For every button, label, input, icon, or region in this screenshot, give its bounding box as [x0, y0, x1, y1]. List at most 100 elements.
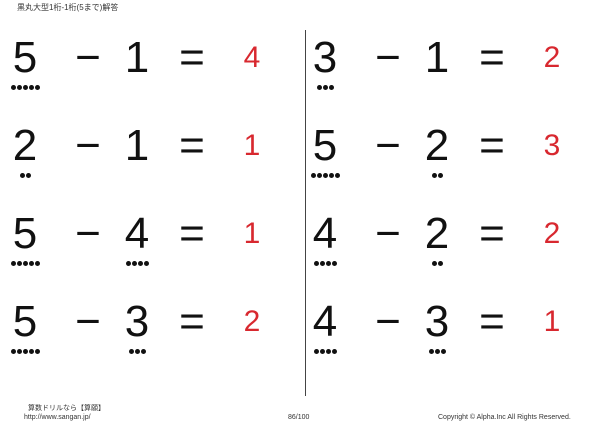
subtrahend: 2	[424, 121, 450, 170]
problem-row: 5−3 = 2	[0, 300, 290, 360]
count-dot	[22, 261, 28, 266]
minuend: 3	[312, 33, 338, 82]
subtrahend: 2	[424, 209, 450, 258]
problem-row: 2−1=1	[0, 124, 290, 184]
minuend: 5	[12, 33, 38, 82]
count-dot	[131, 261, 137, 266]
count-dot	[437, 173, 443, 178]
page-number: 86/100	[288, 414, 310, 421]
count-dot	[16, 85, 22, 90]
footer-brand: 算数ドリルなら【算願】	[28, 405, 105, 412]
count-dot	[19, 173, 25, 178]
subtrahend: 1	[124, 33, 150, 82]
minuend-cell: 2	[6, 124, 44, 178]
minus-sign: −	[375, 209, 401, 258]
answer: 1	[243, 217, 261, 250]
count-dot	[28, 349, 34, 354]
subtrahend-cell: 1	[418, 36, 456, 80]
count-dot	[331, 261, 337, 266]
minuend: 5	[312, 121, 338, 170]
count-dot	[334, 173, 340, 178]
subtrahend-dots	[418, 259, 456, 266]
count-dot	[313, 349, 319, 354]
answer: 1	[243, 129, 261, 162]
minus-sign: −	[375, 33, 401, 82]
minus-sign: −	[375, 297, 401, 346]
minuend-cell: 3	[306, 33, 344, 90]
count-dot	[316, 173, 322, 178]
count-dot	[328, 85, 334, 90]
count-dot	[134, 349, 140, 354]
minuend: 4	[312, 297, 338, 346]
equals-sign: =	[179, 33, 205, 82]
count-dot	[310, 173, 316, 178]
count-dot	[28, 261, 34, 266]
page-title: 黒丸大型1桁-1桁(5まで)解答	[17, 3, 119, 12]
answer: 3	[543, 129, 561, 162]
column-divider	[305, 30, 306, 396]
count-dot	[22, 349, 28, 354]
minuend-cell: 4	[306, 297, 344, 354]
count-dot	[16, 261, 22, 266]
count-dot	[16, 349, 22, 354]
equals-sign: =	[479, 209, 505, 258]
minus-sign: −	[375, 121, 401, 170]
minuend: 4	[312, 209, 338, 258]
count-dot	[137, 261, 143, 266]
minus-sign: −	[75, 209, 101, 258]
subtrahend-dots	[418, 171, 456, 178]
subtrahend-cell: 4	[118, 209, 156, 266]
count-dot	[140, 349, 146, 354]
equals-sign: =	[179, 121, 205, 170]
count-dot	[313, 261, 319, 266]
count-dot	[322, 85, 328, 90]
count-dot	[325, 349, 331, 354]
subtrahend-cell: 1	[118, 124, 156, 168]
minuend-dots	[6, 259, 44, 266]
answer: 2	[543, 217, 561, 250]
subtrahend: 3	[124, 297, 150, 346]
subtrahend: 4	[124, 209, 150, 258]
count-dot	[322, 173, 328, 178]
equals-sign: =	[479, 121, 505, 170]
count-dot	[431, 261, 437, 266]
problem-row: 5−1=4	[0, 36, 290, 96]
count-dot	[319, 261, 325, 266]
subtrahend-cell: 3	[118, 297, 156, 354]
minuend-dots	[306, 171, 344, 178]
minus-sign: −	[75, 33, 101, 82]
copyright: Copyright © Alpha.Inc All Rights Reserve…	[438, 414, 571, 421]
footer-url[interactable]: http://www.sangan.jp/	[24, 414, 91, 421]
equals-sign: =	[479, 297, 505, 346]
minuend-cell: 5	[6, 33, 44, 90]
minuend-cell: 4	[306, 209, 344, 266]
problem-row: 4−2=2	[300, 212, 590, 272]
minus-sign: −	[75, 297, 101, 346]
problem-row: 5−2 = 3	[300, 124, 590, 184]
minuend-cell: 5	[6, 300, 44, 354]
equals-sign: =	[179, 209, 205, 258]
subtrahend: 1	[124, 121, 150, 170]
minuend-dots	[306, 347, 344, 354]
count-dot	[28, 85, 34, 90]
minuend-dots	[6, 83, 44, 90]
count-dot	[434, 349, 440, 354]
count-dot	[128, 349, 134, 354]
count-dot	[10, 261, 16, 266]
count-dot	[22, 85, 28, 90]
minuend-cell: 5	[6, 209, 44, 266]
count-dot	[331, 349, 337, 354]
minuend-dots	[6, 171, 44, 178]
answer: 2	[543, 41, 561, 74]
subtrahend-cell: 1	[118, 36, 156, 80]
equals-sign: =	[479, 33, 505, 82]
answer: 2	[243, 305, 261, 338]
subtrahend-cell: 3	[418, 300, 456, 354]
minus-sign: −	[75, 121, 101, 170]
equals-sign: =	[179, 297, 205, 346]
minuend: 5	[12, 209, 38, 258]
count-dot	[143, 261, 149, 266]
minuend-cell: 5	[306, 121, 344, 178]
count-dot	[431, 173, 437, 178]
count-dot	[316, 85, 322, 90]
